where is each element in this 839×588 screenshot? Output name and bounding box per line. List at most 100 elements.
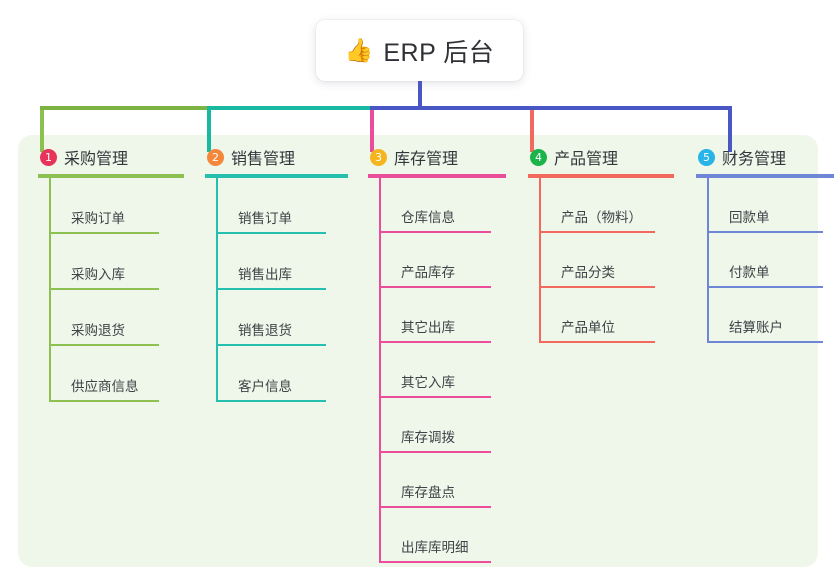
leaf-item-rule — [379, 506, 491, 508]
diagram-panel — [18, 135, 818, 567]
leaf-item-rule — [707, 341, 823, 343]
leaf-item-label: 付款单 — [729, 265, 770, 280]
leaf-item[interactable]: 采购退货 — [49, 290, 186, 346]
leaf-item-rule — [49, 344, 159, 346]
leaf-item[interactable]: 销售退货 — [216, 290, 350, 346]
column-number-badge: 5 — [698, 148, 715, 166]
leaf-item-label: 回款单 — [729, 210, 770, 225]
column-header-产品管理[interactable]: 4 产品管理 — [528, 146, 676, 168]
column-财务管理: 5 财务管理回款单付款单结算账户 — [696, 146, 836, 343]
leaf-list: 仓库信息产品库存其它出库其它入库库存调拨库存盘点出库库明细 — [379, 178, 508, 563]
leaf-item[interactable]: 产品分类 — [539, 233, 676, 288]
leaf-item-rule — [379, 396, 491, 398]
drop-connector-库存管理 — [370, 110, 374, 152]
leaf-item[interactable]: 其它出库 — [379, 288, 508, 343]
leaf-item[interactable]: 库存调拨 — [379, 398, 508, 453]
leaf-list: 回款单付款单结算账户 — [707, 178, 836, 343]
leaf-item[interactable]: 产品单位 — [539, 288, 676, 343]
root-node-title: ERP 后台 — [383, 38, 495, 67]
column-spine — [379, 178, 381, 563]
column-header-销售管理[interactable]: 2 销售管理 — [205, 146, 350, 168]
trunk-segment-2 — [207, 106, 370, 110]
leaf-item[interactable]: 采购订单 — [49, 178, 186, 234]
leaf-item[interactable]: 回款单 — [707, 178, 836, 233]
column-header-采购管理[interactable]: 1 采购管理 — [38, 146, 186, 168]
leaf-list: 采购订单采购入库采购退货供应商信息 — [49, 178, 186, 402]
leaf-item[interactable]: 供应商信息 — [49, 346, 186, 402]
column-title: 产品管理 — [554, 151, 619, 168]
leaf-item-label: 客户信息 — [238, 379, 292, 394]
leaf-item-rule — [216, 344, 326, 346]
drop-connector-财务管理 — [728, 110, 732, 152]
column-spine — [707, 178, 709, 343]
leaf-item-rule — [539, 286, 655, 288]
column-header-rule — [528, 174, 674, 178]
leaf-item-label: 采购订单 — [71, 211, 125, 226]
column-spine — [216, 178, 218, 402]
leaf-item-rule — [539, 231, 655, 233]
drop-connector-采购管理 — [40, 110, 44, 152]
leaf-item-rule — [49, 400, 159, 402]
leaf-item-label: 其它出库 — [401, 320, 455, 335]
column-产品管理: 4 产品管理产品（物料） 产品分类产品单位 — [528, 146, 676, 343]
column-title: 销售管理 — [231, 151, 296, 168]
trunk-segment-1 — [40, 106, 207, 110]
column-采购管理: 1 采购管理采购订单采购入库采购退货供应商信息 — [38, 146, 186, 402]
column-header-rule — [368, 174, 506, 178]
column-销售管理: 2 销售管理销售订单销售出库销售退货客户信息 — [205, 146, 350, 402]
leaf-item-label: 产品（物料） — [561, 210, 642, 225]
column-title: 采购管理 — [64, 151, 129, 168]
leaf-item[interactable]: 采购入库 — [49, 234, 186, 290]
leaf-item[interactable]: 客户信息 — [216, 346, 350, 402]
column-spine — [539, 178, 541, 343]
leaf-item-rule — [49, 232, 159, 234]
leaf-item[interactable]: 销售订单 — [216, 178, 350, 234]
leaf-item[interactable]: 仓库信息 — [379, 178, 508, 233]
column-header-rule — [696, 174, 834, 178]
leaf-item-label: 产品分类 — [561, 265, 615, 280]
leaf-item-rule — [216, 400, 326, 402]
trunk-segment-3 — [370, 106, 732, 110]
leaf-item-label: 结算账户 — [729, 320, 783, 335]
leaf-item-rule — [379, 231, 491, 233]
column-header-库存管理[interactable]: 3 库存管理 — [368, 146, 508, 168]
leaf-item-label: 仓库信息 — [401, 210, 455, 225]
leaf-item-label: 其它入库 — [401, 375, 455, 390]
column-库存管理: 3 库存管理仓库信息产品库存其它出库其它入库库存调拨库存盘点出库库明细 — [368, 146, 508, 563]
leaf-item[interactable]: 其它入库 — [379, 343, 508, 398]
leaf-item[interactable]: 产品（物料） — [539, 178, 676, 233]
leaf-item-label: 出库库明细 — [401, 540, 469, 555]
root-connector-stem — [418, 81, 422, 108]
column-number-badge: 3 — [370, 148, 387, 166]
column-number-badge: 4 — [530, 148, 547, 166]
column-number-badge: 2 — [207, 148, 224, 166]
column-number-badge: 1 — [40, 148, 57, 166]
leaf-item-label: 销售出库 — [238, 267, 292, 282]
drop-connector-产品管理 — [530, 110, 534, 152]
column-title: 财务管理 — [722, 151, 787, 168]
leaf-item-label: 产品单位 — [561, 320, 615, 335]
leaf-item[interactable]: 产品库存 — [379, 233, 508, 288]
column-header-rule — [38, 174, 184, 178]
column-header-财务管理[interactable]: 5 财务管理 — [696, 146, 836, 168]
leaf-item-rule — [379, 451, 491, 453]
leaf-item-rule — [379, 286, 491, 288]
column-title: 库存管理 — [394, 151, 459, 168]
leaf-item-rule — [379, 561, 491, 563]
leaf-item[interactable]: 库存盘点 — [379, 453, 508, 508]
leaf-list: 产品（物料） 产品分类产品单位 — [539, 178, 676, 343]
leaf-item[interactable]: 结算账户 — [707, 288, 836, 343]
leaf-item-label: 产品库存 — [401, 265, 455, 280]
leaf-list: 销售订单销售出库销售退货客户信息 — [216, 178, 350, 402]
root-node-erp-backend[interactable]: 👍 ERP 后台 — [316, 20, 523, 81]
leaf-item-rule — [216, 288, 326, 290]
leaf-item[interactable]: 付款单 — [707, 233, 836, 288]
leaf-item-rule — [539, 341, 655, 343]
leaf-item[interactable]: 销售出库 — [216, 234, 350, 290]
leaf-item-rule — [707, 231, 823, 233]
leaf-item-rule — [379, 341, 491, 343]
leaf-item-label: 采购退货 — [71, 323, 125, 338]
leaf-item[interactable]: 出库库明细 — [379, 508, 508, 563]
leaf-item-label: 采购入库 — [71, 267, 125, 282]
thumbs-up-icon: 👍 — [344, 37, 374, 63]
